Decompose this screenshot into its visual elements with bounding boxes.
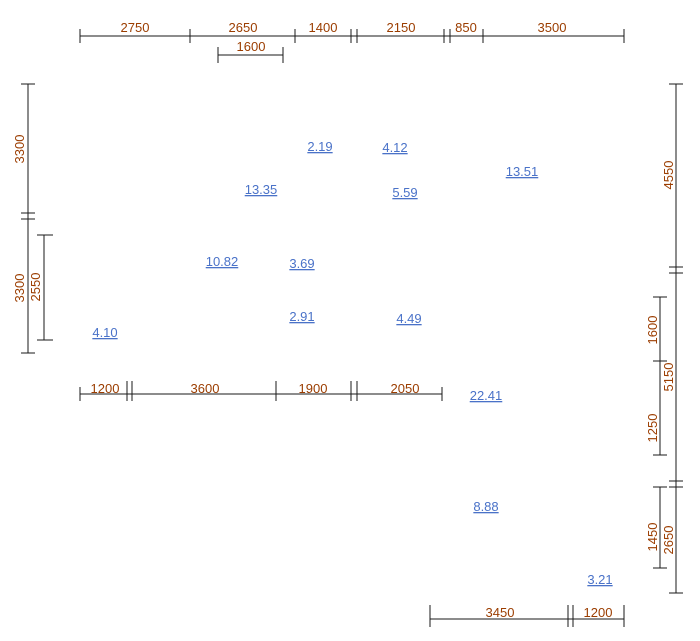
middle-dimension-chain: 1200 3600 1900 2050 xyxy=(79,381,443,401)
dimension-label: 2750 xyxy=(121,20,150,35)
dimension-label: 1400 xyxy=(309,20,338,35)
area-label[interactable]: 8.88 xyxy=(473,499,498,514)
area-label[interactable]: 4.49 xyxy=(396,311,421,326)
dimension-label: 3450 xyxy=(486,605,515,620)
area-label[interactable]: 13.51 xyxy=(506,164,539,179)
dimension-label: 1200 xyxy=(584,605,613,620)
right-inner-dimension-chain: 1600 1250 1450 xyxy=(645,296,667,569)
dimension-label: 1600 xyxy=(645,316,660,345)
top-sub-dimension: 1600 xyxy=(217,39,284,63)
dimension-label: 3500 xyxy=(538,20,567,35)
area-label[interactable]: 10.82 xyxy=(206,254,239,269)
area-label[interactable]: 4.12 xyxy=(382,140,407,155)
dimension-label: 850 xyxy=(455,20,477,35)
dimension-label: 2550 xyxy=(28,273,43,302)
dimension-label: 2050 xyxy=(391,381,420,396)
dimension-label: 4550 xyxy=(661,161,676,190)
dimension-label: 3300 xyxy=(12,135,27,164)
bottom-dimension-chain: 3450 1200 xyxy=(429,605,625,627)
dimension-label: 5150 xyxy=(661,363,676,392)
area-label[interactable]: 3.69 xyxy=(289,256,314,271)
area-labels: 2.19 4.12 13.51 13.35 5.59 10.82 3.69 2.… xyxy=(92,139,612,587)
area-label[interactable]: 2.19 xyxy=(307,139,332,154)
dimension-label: 2650 xyxy=(229,20,258,35)
area-label[interactable]: 5.59 xyxy=(392,185,417,200)
area-label[interactable]: 22.41 xyxy=(470,388,503,403)
right-dimension-chain: 4550 5150 2650 xyxy=(661,83,683,594)
dimension-label: 1600 xyxy=(237,39,266,54)
dimension-label: 1200 xyxy=(91,381,120,396)
dimension-label: 3600 xyxy=(191,381,220,396)
left-inner-dimension: 2550 xyxy=(28,234,53,341)
area-label[interactable]: 2.91 xyxy=(289,309,314,324)
dimension-label: 3300 xyxy=(12,274,27,303)
dimension-label: 2650 xyxy=(661,526,676,555)
left-dimension-chain: 3300 3300 xyxy=(12,83,35,354)
dimension-label: 2150 xyxy=(387,20,416,35)
top-dimension-chain: 2750 2650 1400 2150 850 3500 xyxy=(79,20,625,43)
area-label[interactable]: 4.10 xyxy=(92,325,117,340)
area-label[interactable]: 3.21 xyxy=(587,572,612,587)
dimension-label: 1900 xyxy=(299,381,328,396)
dimension-label: 1450 xyxy=(645,523,660,552)
area-label[interactable]: 13.35 xyxy=(245,182,278,197)
dimension-label: 1250 xyxy=(645,414,660,443)
